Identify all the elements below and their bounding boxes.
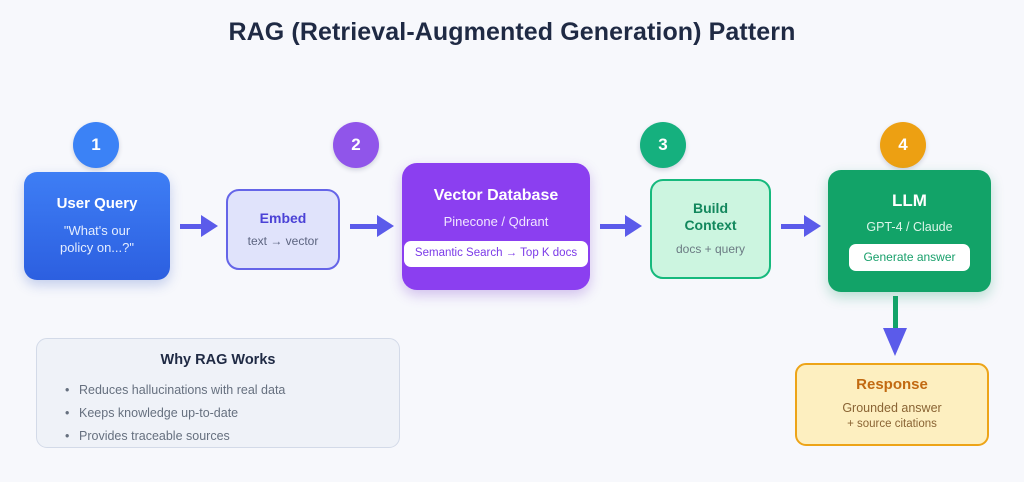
arrow-shaft [350, 223, 377, 229]
generate-answer-chip[interactable]: Generate answer [849, 244, 970, 271]
node-build-context-subtitle: docs + query [675, 242, 746, 257]
arrow-head-icon [201, 215, 218, 237]
arrow-head-icon [625, 215, 642, 237]
arrow-build-context-to-llm [781, 215, 821, 237]
node-llm-subtitle: GPT-4 / Claude [866, 220, 953, 235]
arrow-shaft [600, 223, 625, 229]
step-badge-1: 1 [73, 122, 119, 168]
node-user-query-title: User Query [56, 195, 138, 213]
node-build-context-title: Build Context [684, 200, 736, 234]
panel-why-rag-works: Why RAG Works Reduces hallucinations wit… [36, 338, 400, 448]
list-item: Provides traceable sources [57, 425, 379, 448]
list-item: Reduces hallucinations with real data [57, 379, 379, 402]
step-badge-3: 3 [640, 122, 686, 168]
step-badge-2: 2 [333, 122, 379, 168]
panel-why-rag-works-list: Reduces hallucinations with real data Ke… [57, 379, 379, 447]
node-response-subtitle: Grounded answer [842, 401, 942, 416]
step-badge-4: 4 [880, 122, 926, 168]
node-user-query-subtitle-line1: "What's our [63, 222, 131, 238]
node-llm-title: LLM [892, 191, 927, 211]
arrow-shaft [781, 223, 804, 229]
node-user-query[interactable]: User Query "What's our policy on...?" [24, 172, 170, 280]
arrow-head-icon [804, 215, 821, 237]
node-user-query-subtitle: "What's our policy on...?" [60, 223, 134, 257]
node-vector-database-subtitle: Pinecone / Qdrant [443, 213, 549, 229]
node-vector-database[interactable]: Vector Database Pinecone / Qdrant Semant… [402, 163, 590, 290]
arrow-user-query-to-embed [180, 215, 218, 237]
node-vector-database-title: Vector Database [433, 187, 559, 205]
node-user-query-subtitle-line2: policy on...?" [60, 239, 134, 255]
arrow-head-down-icon [883, 328, 907, 356]
page-title: RAG (Retrieval-Augmented Generation) Pat… [228, 18, 796, 46]
arrow-llm-to-response [883, 296, 907, 356]
arrow-head-icon [377, 215, 394, 237]
node-embed[interactable]: Embed text → vector [226, 189, 340, 270]
list-item: Keeps knowledge up-to-date [57, 402, 379, 425]
arrow-shaft-vertical [892, 296, 898, 328]
semantic-search-chip[interactable]: Semantic Search → Top K docs [403, 240, 589, 267]
node-llm[interactable]: LLM GPT-4 / Claude Generate answer [828, 170, 991, 292]
arrow-embed-to-vector-db [350, 215, 394, 237]
arrow-shaft [180, 223, 201, 229]
panel-why-rag-works-title: Why RAG Works [160, 352, 276, 368]
node-build-context[interactable]: Build Context docs + query [650, 179, 771, 279]
node-build-context-title-line1: Build [693, 200, 728, 217]
arrow-vector-db-to-build-context [600, 215, 642, 237]
node-embed-subtitle: text → vector [247, 233, 319, 248]
node-build-context-title-line2: Context [684, 217, 737, 234]
node-response[interactable]: Response Grounded answer + source citati… [795, 363, 989, 446]
node-response-subtitle-2: + source citations [847, 418, 937, 431]
node-response-title: Response [856, 376, 928, 394]
node-embed-title: Embed [259, 209, 307, 226]
